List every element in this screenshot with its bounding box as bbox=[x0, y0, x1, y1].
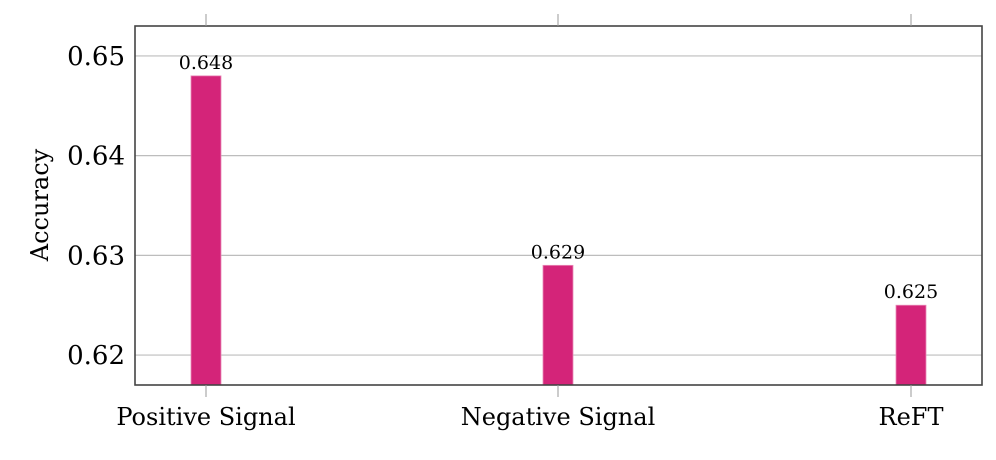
x-tick-label: Positive Signal bbox=[116, 403, 295, 431]
y-tick-label: 0.64 bbox=[67, 142, 125, 172]
bar bbox=[542, 264, 574, 386]
bars: 0.648 0.629 0.625 bbox=[179, 52, 938, 386]
bar bbox=[895, 304, 927, 386]
y-axis: 0.62 0.63 0.64 0.65 bbox=[67, 42, 125, 371]
y-tick-label: 0.62 bbox=[67, 341, 125, 371]
x-axis: Positive Signal Negative Signal ReFT bbox=[116, 14, 943, 431]
bar-value-label: 0.625 bbox=[884, 281, 938, 303]
y-tick-label: 0.65 bbox=[67, 42, 125, 72]
x-tick-label: ReFT bbox=[879, 403, 944, 431]
bar-value-label: 0.629 bbox=[531, 241, 585, 263]
bar bbox=[190, 75, 222, 386]
bar-value-label: 0.648 bbox=[179, 52, 233, 74]
y-axis-label: Accuracy bbox=[26, 148, 54, 262]
y-tick-label: 0.63 bbox=[67, 241, 125, 271]
x-tick-label: Negative Signal bbox=[461, 403, 656, 431]
